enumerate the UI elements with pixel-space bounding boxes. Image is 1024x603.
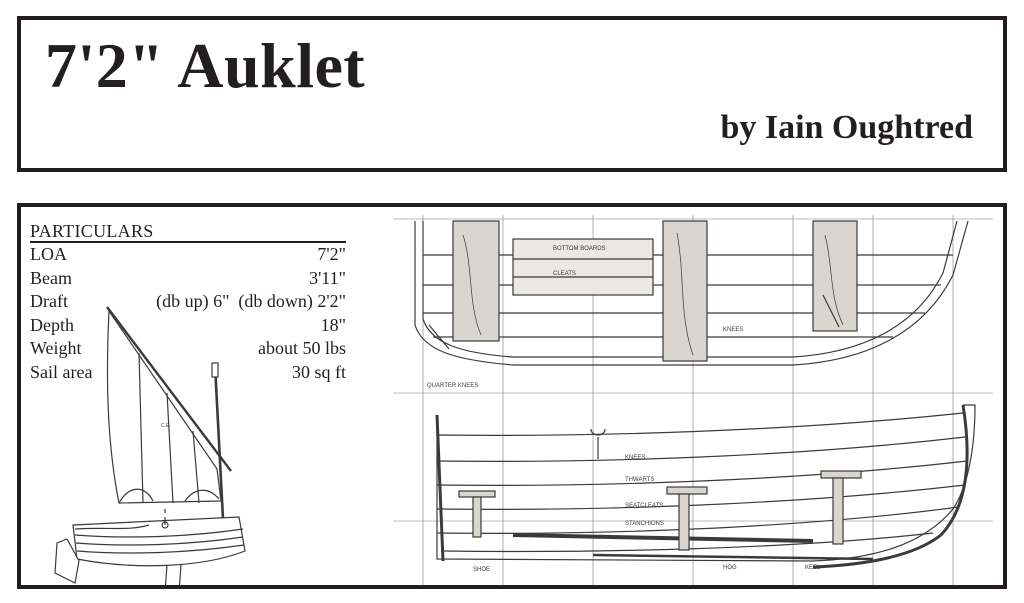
author-credit: by Iain Oughtred	[720, 109, 973, 146]
construction-plan-drawing: BOTTOM BOARDS CLEATS KNEES QUARTER KNEES	[393, 215, 993, 585]
particulars-row-sail-area: Sail area 30 sq ft	[30, 361, 346, 385]
label-hog: HOG	[723, 565, 737, 571]
label-quarter-knees: QUARTER KNEES	[427, 383, 478, 389]
particulars-heading: PARTICULARS	[30, 221, 346, 243]
particular-value: 7'2"	[317, 244, 346, 264]
particular-label: Sail area	[30, 361, 93, 382]
particular-value: about 50 lbs	[258, 338, 346, 358]
particular-label: Weight	[30, 338, 82, 358]
particulars-row-loa: LOA 7'2"	[30, 243, 346, 267]
label-shoe: SHOE	[473, 567, 490, 573]
particular-value: (db up) 6" (db down) 2'2"	[156, 291, 346, 311]
svg-text:C.E.: C.E.	[161, 423, 171, 429]
particular-label: LOA	[30, 244, 67, 264]
label-knees: KNEES	[723, 327, 743, 333]
label-bottom-boards: BOTTOM BOARDS	[553, 246, 606, 252]
particulars-row-weight: Weight about 50 lbs	[30, 337, 346, 361]
particular-value: 3'11"	[309, 267, 346, 288]
particulars-row-depth: Depth 18"	[30, 314, 346, 338]
particular-label: Depth	[30, 314, 74, 335]
label-cleats: CLEATS	[553, 271, 576, 277]
particulars-row-draft: Draft (db up) 6" (db down) 2'2"	[30, 290, 346, 314]
particular-label: Beam	[30, 267, 72, 288]
page-title: 7'2" Auklet	[45, 30, 366, 101]
label-thwarts: THWARTS	[625, 477, 654, 483]
label-seatcleats: SEATCLEATS	[625, 503, 663, 509]
particular-value: 30 sq ft	[292, 361, 346, 382]
sail-plan-drawing: C.E.	[54, 306, 246, 585]
title-panel: 7'2" Auklet by Iain Oughtred	[17, 16, 1007, 172]
plans-panel: C.E. PARTICULARS LOA 7'2" Beam 3'11" Dra…	[17, 203, 1007, 589]
particular-label: Draft	[30, 291, 68, 311]
label-knees-side: KNEES	[625, 455, 645, 461]
label-keel: KEEL	[805, 565, 821, 571]
particulars-table: PARTICULARS LOA 7'2" Beam 3'11" Draft (d…	[30, 221, 346, 384]
particulars-row-beam: Beam 3'11"	[30, 267, 346, 291]
particular-value: 18"	[320, 314, 346, 335]
label-stanchions: STANCHIONS	[625, 521, 664, 527]
